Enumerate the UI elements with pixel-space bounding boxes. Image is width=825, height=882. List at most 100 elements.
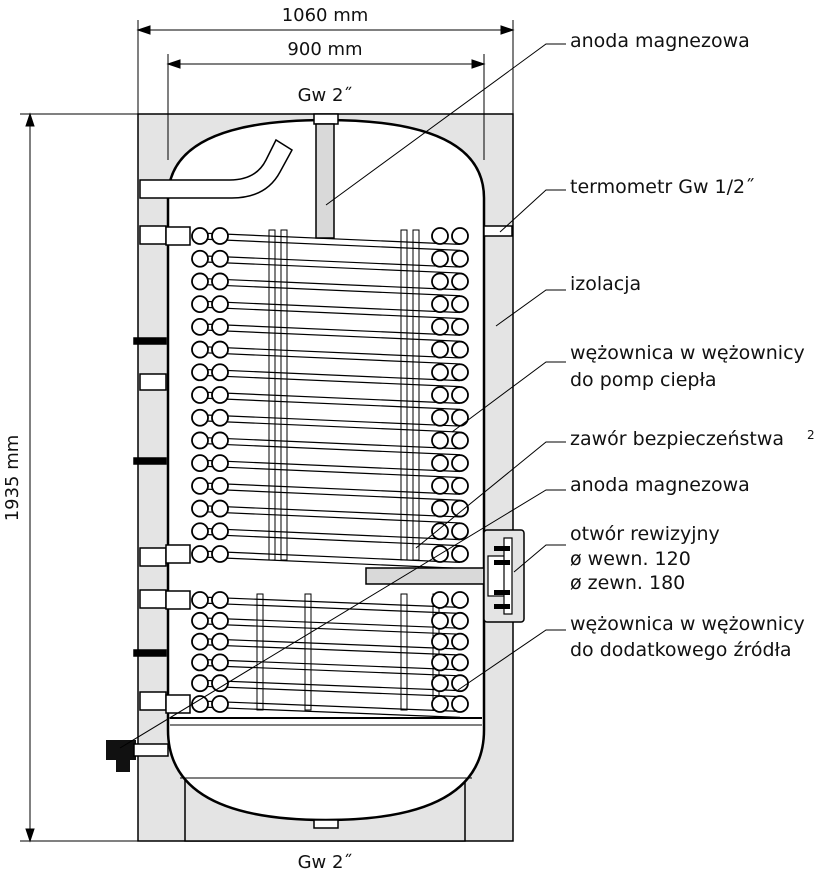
coil-loop bbox=[191, 408, 209, 427]
coil-loop bbox=[211, 363, 229, 382]
coil-tube bbox=[199, 436, 461, 450]
dim-height: 1935 mm bbox=[2, 435, 23, 522]
coil-tube bbox=[199, 277, 461, 291]
label-inspection-2: ø wewn. 120 bbox=[570, 548, 691, 570]
coil-tube bbox=[199, 623, 461, 635]
coil-loop bbox=[451, 522, 469, 541]
coil-loop bbox=[431, 499, 449, 518]
coil-support-rod bbox=[412, 229, 420, 561]
coil-loop bbox=[451, 431, 469, 450]
coil-tube bbox=[199, 391, 461, 404]
coil-connection bbox=[165, 590, 191, 610]
coil-loop bbox=[191, 295, 209, 314]
coil-tube bbox=[199, 345, 461, 359]
coil-loop bbox=[431, 295, 449, 314]
coil-tube bbox=[199, 420, 461, 433]
coil-loop bbox=[451, 386, 469, 404]
top-connection-stub bbox=[313, 113, 339, 125]
coil-loop bbox=[431, 340, 449, 359]
coil-loop bbox=[451, 227, 469, 245]
coil-loop bbox=[191, 317, 209, 336]
coil-tube bbox=[199, 374, 461, 388]
coil-loop bbox=[431, 522, 449, 541]
coil-loop bbox=[431, 431, 449, 450]
coil-loop bbox=[211, 611, 229, 630]
coil-loop bbox=[451, 545, 469, 563]
coil-loop bbox=[211, 674, 229, 693]
coil-loop bbox=[431, 227, 449, 245]
coil-tube bbox=[199, 527, 461, 541]
label-coil-upper-1: wężownica w wężownicy bbox=[570, 342, 805, 364]
coil-tube bbox=[199, 232, 461, 245]
coil-loop bbox=[431, 408, 449, 427]
coil-loop bbox=[191, 632, 209, 651]
coil-tube bbox=[199, 261, 461, 274]
coil-loop bbox=[451, 249, 469, 268]
coil-loop bbox=[191, 431, 209, 450]
coil-tube bbox=[199, 706, 461, 718]
coil-tube bbox=[199, 465, 461, 479]
coil-loop bbox=[191, 249, 209, 268]
coil-loop bbox=[191, 591, 209, 609]
coil-tube bbox=[199, 442, 461, 456]
label-anode-middle: anoda magnezowa bbox=[570, 474, 750, 496]
coil-tube bbox=[199, 482, 461, 495]
coil-tube bbox=[199, 550, 461, 563]
coil-tube bbox=[199, 459, 461, 473]
coil-tube bbox=[199, 556, 461, 569]
coil-tube bbox=[199, 323, 461, 336]
coil-tube bbox=[199, 283, 461, 297]
label-coil-lower-1: wężownica w wężownicy bbox=[570, 613, 805, 635]
left-connections bbox=[133, 225, 167, 711]
coil-connection bbox=[165, 544, 191, 564]
coil-loop bbox=[431, 674, 449, 693]
coil-loop bbox=[211, 431, 229, 450]
coil-loop bbox=[431, 363, 449, 382]
coil-tube bbox=[199, 329, 461, 342]
coil-tube bbox=[199, 368, 461, 382]
coil-loop bbox=[211, 408, 229, 427]
coil-loop bbox=[451, 632, 469, 651]
coil-loop bbox=[211, 591, 229, 609]
coil-tube bbox=[199, 596, 461, 608]
label-safety-valve: zawór bezpieczeństwa bbox=[570, 428, 784, 450]
upper-coil bbox=[165, 226, 469, 569]
coil-loop bbox=[211, 522, 229, 541]
coil-tube bbox=[199, 679, 461, 692]
coil-loop bbox=[191, 545, 209, 563]
coil-tube bbox=[199, 351, 461, 365]
coil-loop bbox=[191, 653, 209, 672]
dim-inner-width: 900 mm bbox=[287, 39, 362, 60]
coil-loop bbox=[211, 272, 229, 291]
coil-loop bbox=[431, 317, 449, 336]
coil-loop bbox=[191, 611, 209, 630]
coil-loop bbox=[211, 227, 229, 245]
coil-tube bbox=[199, 397, 461, 410]
coil-support-rod bbox=[304, 593, 312, 711]
coil-loop bbox=[211, 295, 229, 314]
coil-loop bbox=[431, 653, 449, 672]
anode-middle bbox=[365, 567, 485, 585]
coil-tube bbox=[199, 638, 461, 650]
coil-loop bbox=[451, 408, 469, 427]
thermometer-sleeve bbox=[483, 225, 513, 237]
coil-loop bbox=[191, 272, 209, 291]
coil-loop bbox=[211, 386, 229, 404]
coil-support-rod bbox=[400, 229, 408, 561]
coil-loop bbox=[451, 653, 469, 672]
coil-loop bbox=[191, 522, 209, 541]
coil-loop bbox=[191, 363, 209, 382]
coil-tube bbox=[199, 533, 461, 547]
coil-loop bbox=[211, 249, 229, 268]
coil-support-rod bbox=[432, 593, 440, 711]
label-safety-valve-note: 2 bbox=[807, 428, 815, 442]
coil-loop bbox=[451, 591, 469, 609]
dim-outer-width: 1060 mm bbox=[282, 5, 369, 26]
dimension-lines bbox=[20, 20, 515, 843]
coil-loop bbox=[451, 363, 469, 382]
coil-tube bbox=[199, 658, 461, 671]
coil-tube bbox=[199, 685, 461, 698]
leader-lines bbox=[119, 43, 566, 749]
coil-support-rod bbox=[400, 593, 408, 711]
coil-tube bbox=[199, 617, 461, 629]
